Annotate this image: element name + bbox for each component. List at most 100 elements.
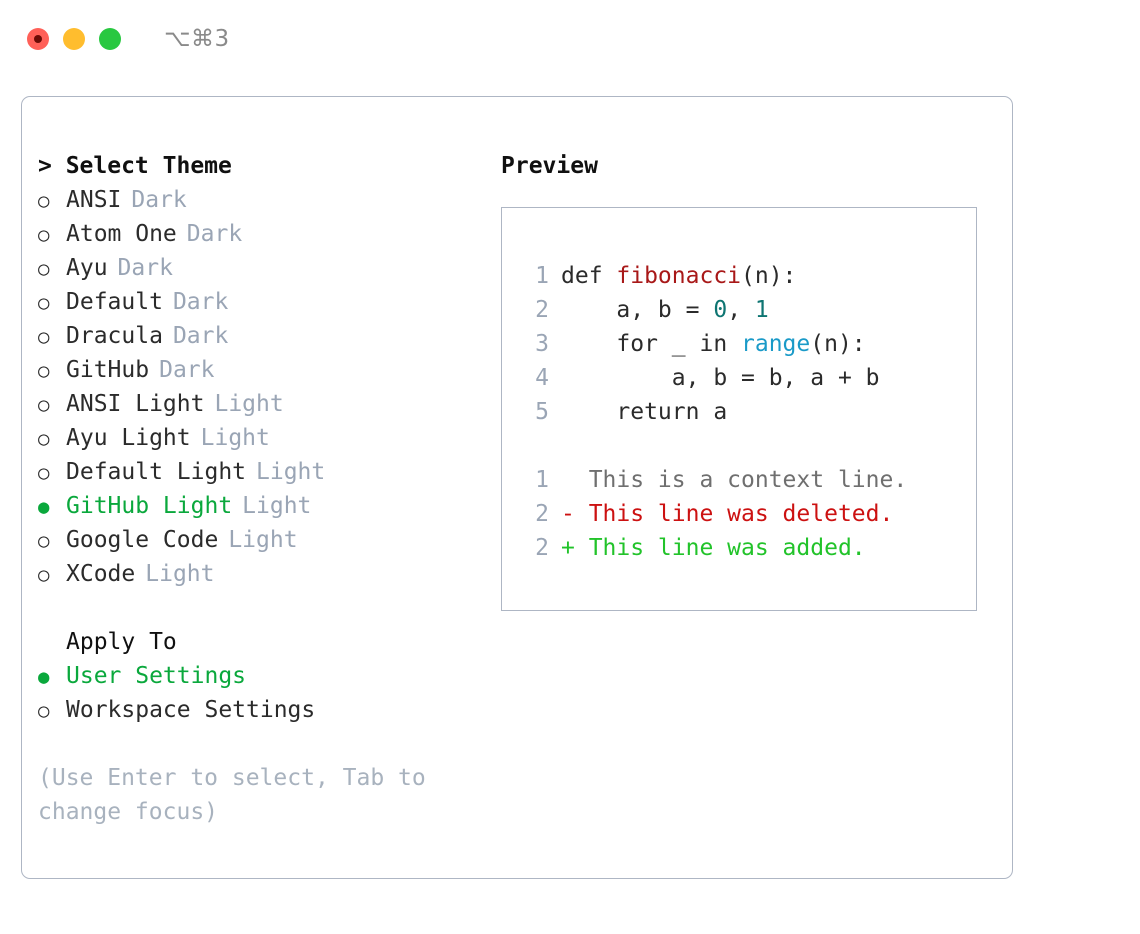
maximize-button[interactable] xyxy=(99,28,121,50)
code-line: 5 return a xyxy=(521,395,970,429)
theme-option-label: GitHub Light xyxy=(66,493,233,519)
theme-option-6[interactable]: ○ ANSI Light Light xyxy=(38,387,498,421)
code-token: 1 xyxy=(754,297,769,323)
theme-option-label: GitHub xyxy=(66,357,150,383)
apply-to-heading: Apply To xyxy=(66,629,177,655)
radio-unselected-icon: ○ xyxy=(38,564,50,586)
diff-line: 2 + This line was added. xyxy=(521,531,970,565)
theme-option-label: Ayu Light xyxy=(66,425,191,451)
theme-category-tag: Dark xyxy=(172,323,229,349)
theme-option-label: XCode xyxy=(66,561,136,587)
theme-option-label: Ayu xyxy=(66,255,108,281)
code-token: fibonacci xyxy=(616,263,742,289)
code-line: 3 for _ in range(n): xyxy=(521,327,970,361)
theme-category-tag: Light xyxy=(242,493,312,519)
code-line-number: 2 xyxy=(535,297,549,323)
radio-unselected-icon: ○ xyxy=(38,700,50,722)
diff-line-number: 2 xyxy=(535,535,549,561)
radio-unselected-icon: ○ xyxy=(38,428,50,450)
theme-option-1[interactable]: ○ Atom One Dark xyxy=(38,217,498,251)
radio-unselected-icon: ○ xyxy=(38,224,50,246)
code-line-content: return a xyxy=(561,395,727,429)
code-token: (n): xyxy=(741,263,797,289)
apply-to-option-1[interactable]: ○ Workspace Settings xyxy=(38,693,498,727)
code-line-number: 5 xyxy=(535,399,549,425)
minimize-button[interactable] xyxy=(63,28,85,50)
code-token: , xyxy=(727,297,755,323)
keyboard-hint: (Use Enter to select, Tab to change focu… xyxy=(38,765,426,825)
code-token: a, b = xyxy=(616,297,714,323)
theme-option-label: Default xyxy=(66,289,163,315)
theme-option-label: Atom One xyxy=(66,221,177,247)
diff-line: 2- This line was deleted. xyxy=(521,497,970,531)
code-line: 1 def fibonacci(n): xyxy=(521,259,970,293)
code-line-number: 1 xyxy=(535,263,549,289)
code-line: 4 a, b = b, a + b xyxy=(521,361,970,395)
theme-option-3[interactable]: ○ Default Dark xyxy=(38,285,498,319)
diff-line-content: + This line was added. xyxy=(561,535,866,561)
theme-category-tag: Light xyxy=(200,425,270,451)
title-bar: ⌥⌘3 xyxy=(0,0,1140,78)
code-token: range xyxy=(741,331,811,357)
code-line-number: 4 xyxy=(535,365,549,391)
code-line-content: for _ in range(n): xyxy=(561,327,866,361)
radio-selected-icon: ● xyxy=(38,666,50,688)
code-line-content: a, b = b, a + b xyxy=(561,361,880,395)
section-spacer xyxy=(38,591,498,625)
theme-category-tag: Light xyxy=(256,459,326,485)
diff-line-number: 2 xyxy=(535,501,549,527)
radio-unselected-icon: ○ xyxy=(38,530,50,552)
theme-option-label: Dracula xyxy=(66,323,163,349)
theme-option-0[interactable]: ○ ANSI Dark xyxy=(38,183,498,217)
theme-category-tag: Dark xyxy=(159,357,215,383)
theme-category-tag: Dark xyxy=(172,289,229,315)
diff-line-content: This is a context line. xyxy=(561,467,908,493)
radio-unselected-icon: ○ xyxy=(38,190,50,212)
theme-category-tag: Light xyxy=(145,561,215,587)
theme-option-label: ANSI Light xyxy=(66,391,205,417)
radio-selected-icon: ● xyxy=(38,496,50,518)
theme-option-10[interactable]: ○ Google Code Light xyxy=(38,523,498,557)
theme-category-tag: Light xyxy=(228,527,298,553)
theme-option-11[interactable]: ○ XCode Light xyxy=(38,557,498,591)
theme-option-7[interactable]: ○ Ayu Light Light xyxy=(38,421,498,455)
code-line-content: a, b = 0, 1 xyxy=(561,293,769,327)
code-token: 0 xyxy=(713,297,728,323)
code-line-content: def fibonacci(n): xyxy=(561,259,796,293)
radio-unselected-icon: ○ xyxy=(38,326,50,348)
diff-line: 1 This is a context line. xyxy=(521,463,970,497)
traffic-light-group xyxy=(27,28,121,50)
theme-option-5[interactable]: ○ GitHub Dark xyxy=(38,353,498,387)
apply-to-option-label: User Settings xyxy=(66,663,247,689)
theme-option-9[interactable]: ● GitHub Light Light xyxy=(38,489,498,523)
apply-to-option-0[interactable]: ● User Settings xyxy=(38,659,498,693)
code-line: 2 a, b = 0, 1 xyxy=(521,293,970,327)
theme-category-tag: Dark xyxy=(117,255,173,281)
theme-option-label: Google Code xyxy=(66,527,219,553)
theme-category-tag: Dark xyxy=(186,221,243,247)
theme-option-label: Default Light xyxy=(66,459,247,485)
radio-unselected-icon: ○ xyxy=(38,292,50,314)
theme-category-tag: Dark xyxy=(131,187,187,213)
code-token: def xyxy=(561,263,617,289)
radio-unselected-icon: ○ xyxy=(38,394,50,416)
theme-category-tag: Light xyxy=(214,391,284,417)
keyboard-shortcut-label: ⌥⌘3 xyxy=(164,26,230,52)
theme-option-label: ANSI xyxy=(66,187,122,213)
theme-option-4[interactable]: ○ Dracula Dark xyxy=(38,319,498,353)
radio-unselected-icon: ○ xyxy=(38,360,50,382)
close-button[interactable] xyxy=(27,28,49,50)
select-theme-heading: > Select Theme xyxy=(38,153,232,179)
code-token: (n): xyxy=(810,331,866,357)
code-token: a, b = b, a + b xyxy=(671,365,880,391)
apply-to-option-label: Workspace Settings xyxy=(66,697,316,723)
